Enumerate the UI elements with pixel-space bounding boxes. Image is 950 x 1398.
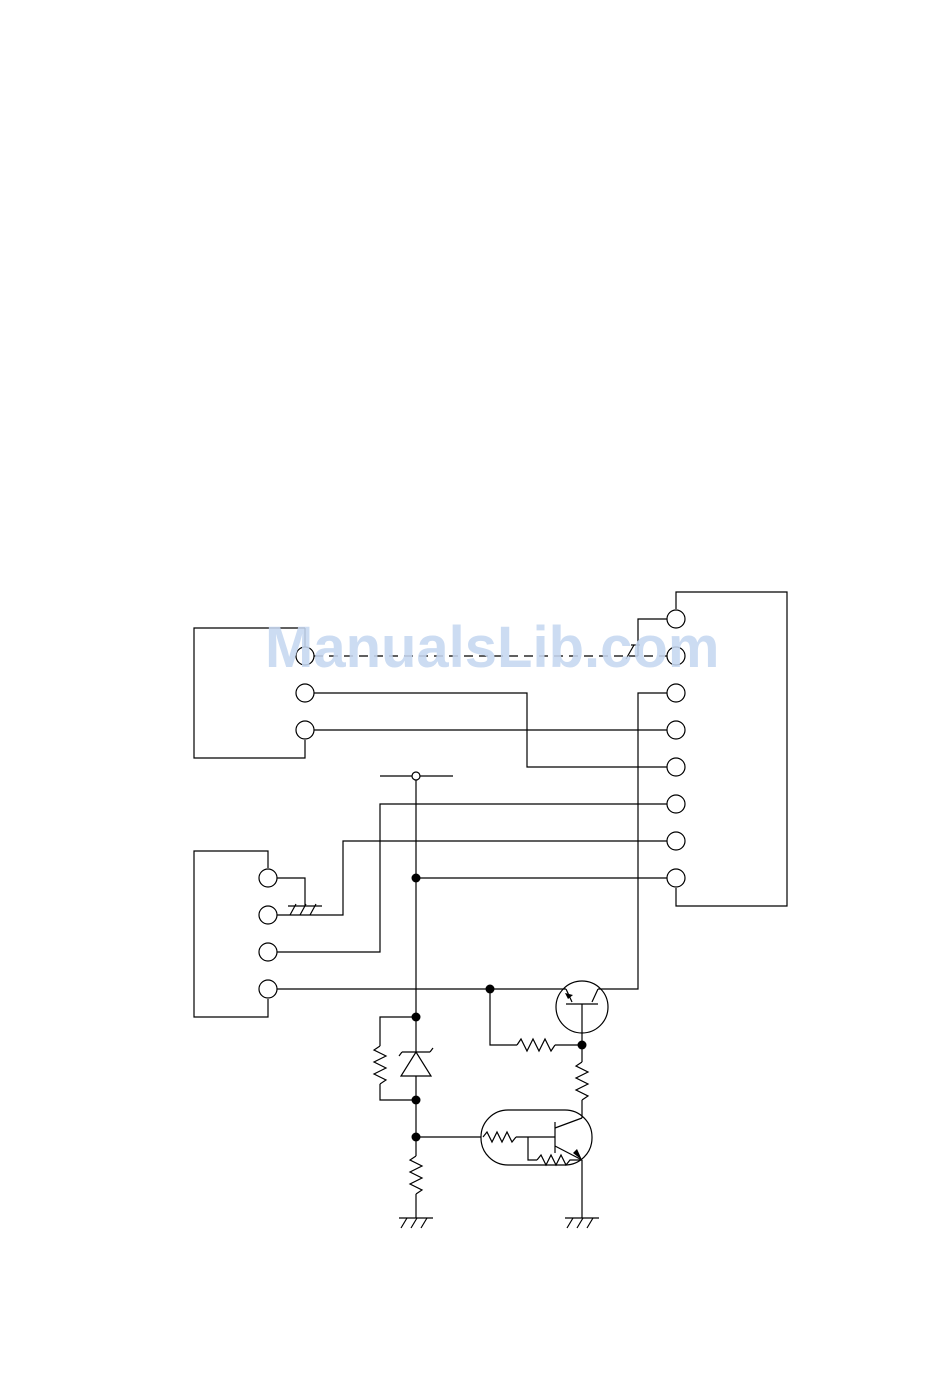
zener-diode-network — [374, 1013, 433, 1229]
digital-transistor — [416, 1110, 599, 1228]
connector-pin — [667, 832, 685, 850]
pnp-transistor — [490, 981, 608, 1118]
resistor — [576, 1062, 588, 1100]
connector-pin — [667, 647, 685, 665]
connector-pin — [667, 758, 685, 776]
connector-pin — [296, 647, 314, 665]
connector-pin — [667, 721, 685, 739]
connector-pin — [667, 795, 685, 813]
connector-pin — [259, 943, 277, 961]
zener-diode — [401, 1052, 431, 1076]
connector-pin — [667, 684, 685, 702]
connector-pin — [259, 869, 277, 887]
right-connector — [667, 592, 787, 906]
resistor — [374, 1046, 386, 1084]
connector-pin — [259, 906, 277, 924]
resistor — [410, 1156, 422, 1194]
connector-pin — [667, 869, 685, 887]
connector-pin — [667, 610, 685, 628]
shield-drain-wire — [638, 619, 667, 656]
lower-left-connector — [194, 851, 277, 1017]
supply-terminal — [412, 772, 420, 780]
connector-pin — [259, 980, 277, 998]
wires — [277, 619, 667, 1017]
connector-pin — [296, 721, 314, 739]
resistor — [483, 1132, 516, 1142]
connector-pin — [296, 684, 314, 702]
upper-left-connector — [194, 628, 314, 758]
resistor — [517, 1039, 555, 1051]
